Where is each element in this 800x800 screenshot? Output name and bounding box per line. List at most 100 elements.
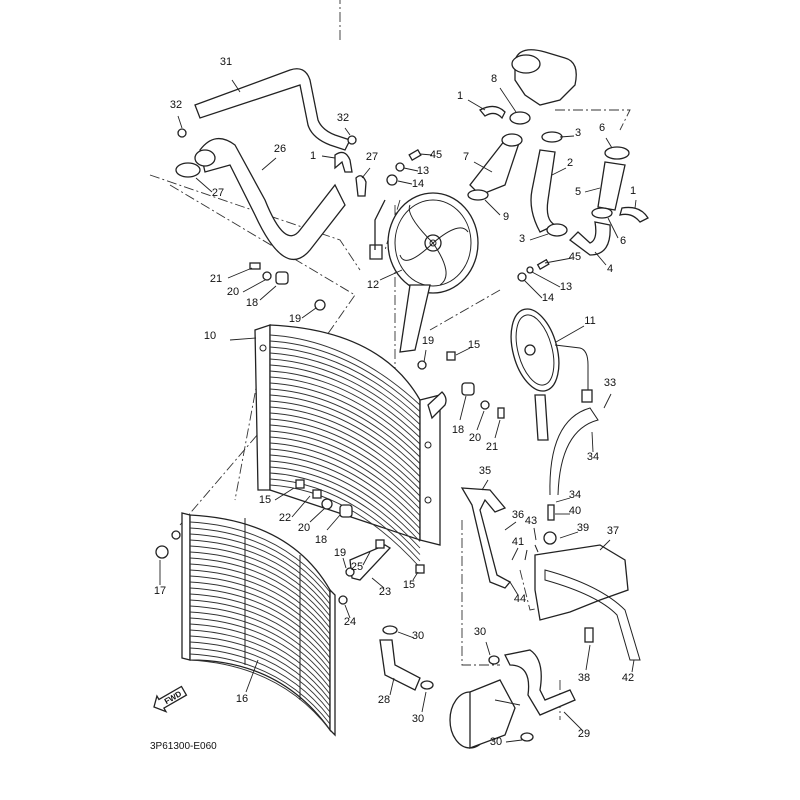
callout-leader	[291, 495, 311, 518]
callout-leader	[326, 514, 341, 531]
clamp-6	[604, 146, 630, 160]
callout-30: 30	[412, 630, 424, 642]
callout-labels: 3132322627271114545131314148793326654121…	[154, 56, 637, 748]
callout-leader	[563, 711, 583, 731]
callout-leader	[261, 157, 277, 171]
callout-1: 1	[630, 185, 636, 197]
bolt-45	[408, 149, 422, 161]
callout-leader	[544, 257, 573, 264]
callout-leader	[523, 279, 543, 299]
callout-13: 13	[560, 281, 572, 293]
clamp-27-b	[355, 175, 367, 197]
callout-leader	[531, 271, 561, 288]
callout-27: 27	[212, 187, 224, 199]
callout-leader	[529, 233, 549, 241]
washer-14	[386, 174, 398, 186]
callout-16: 16	[236, 693, 248, 705]
callout-leader	[229, 337, 257, 341]
assembly-lines	[149, 0, 631, 720]
callout-30: 30	[474, 626, 486, 638]
callout-leader	[481, 479, 489, 491]
clamp-3	[541, 131, 563, 143]
callout-8: 8	[491, 73, 497, 85]
callout-leader	[631, 659, 635, 673]
callout-leader	[585, 644, 591, 671]
callout-7: 7	[463, 151, 469, 163]
callout-leader	[412, 571, 419, 581]
callout-12: 12	[367, 279, 379, 291]
callout-22: 22	[279, 512, 291, 524]
callout-leader	[459, 395, 467, 421]
hose-2	[530, 149, 557, 233]
hose-29	[504, 649, 576, 716]
callout-34: 34	[587, 451, 599, 463]
callout-33: 33	[604, 377, 616, 389]
callout-26: 26	[274, 143, 286, 155]
callout-6: 6	[599, 122, 605, 134]
callout-19: 19	[422, 335, 434, 347]
callout-leader	[485, 641, 491, 656]
callout-41: 41	[512, 536, 524, 548]
callout-30: 30	[490, 736, 502, 748]
callout-leader	[499, 87, 517, 113]
callout-leader	[634, 199, 637, 209]
callout-leader	[274, 487, 295, 501]
callout-30: 30	[412, 713, 424, 725]
clamp-30	[488, 655, 500, 665]
clamp-9	[467, 189, 489, 201]
hose-7	[469, 139, 521, 196]
callout-leader	[473, 161, 493, 173]
clamp-3-b	[546, 223, 568, 237]
callout-leader	[605, 137, 613, 149]
callout-leader	[476, 410, 485, 431]
callout-leader	[361, 167, 371, 179]
clamp-32	[177, 128, 187, 138]
callout-leader	[509, 581, 519, 596]
callout-18: 18	[452, 424, 464, 436]
callout-25: 25	[351, 561, 363, 573]
hose-28	[379, 639, 421, 691]
callout-14: 14	[412, 178, 424, 190]
callout-23: 23	[379, 586, 391, 598]
callout-leader	[379, 269, 403, 281]
callout-leader	[362, 551, 371, 566]
callout-leader	[403, 167, 419, 172]
callout-leader	[231, 79, 241, 93]
callout-31: 31	[220, 56, 232, 68]
clamp-30	[520, 732, 534, 742]
callout-leader	[344, 127, 351, 136]
hose-5	[597, 161, 626, 211]
callout-leader	[397, 180, 413, 185]
callout-14: 14	[542, 292, 554, 304]
callout-leader	[455, 347, 471, 356]
callout-leader	[389, 677, 395, 696]
hose-33	[549, 407, 599, 496]
callout-17: 17	[154, 585, 166, 597]
callout-32: 32	[170, 99, 182, 111]
callout-leader	[591, 431, 594, 453]
callout-9: 9	[503, 211, 509, 223]
callout-leader	[607, 217, 619, 239]
clamp-1-right	[619, 206, 649, 223]
callout-44: 44	[514, 593, 526, 605]
callout-15: 15	[259, 494, 271, 506]
callout-leader	[599, 539, 611, 551]
callout-20: 20	[469, 432, 481, 444]
clamp-27	[175, 162, 201, 178]
callout-leader	[397, 631, 415, 639]
callout-5: 5	[575, 186, 581, 198]
callout-21: 21	[210, 273, 222, 285]
hose-42	[544, 569, 641, 661]
callout-20: 20	[298, 522, 310, 534]
callout-leader	[421, 691, 427, 713]
callout-leader	[177, 115, 183, 129]
clamp-1	[334, 151, 353, 173]
callout-45: 45	[430, 149, 442, 161]
callout-leader	[584, 187, 601, 193]
callout-20: 20	[227, 286, 239, 298]
fan-11	[510, 308, 593, 441]
callout-leader	[321, 155, 336, 159]
callout-43: 43	[525, 515, 537, 527]
callout-27: 27	[366, 151, 378, 163]
callout-leader	[467, 99, 486, 111]
